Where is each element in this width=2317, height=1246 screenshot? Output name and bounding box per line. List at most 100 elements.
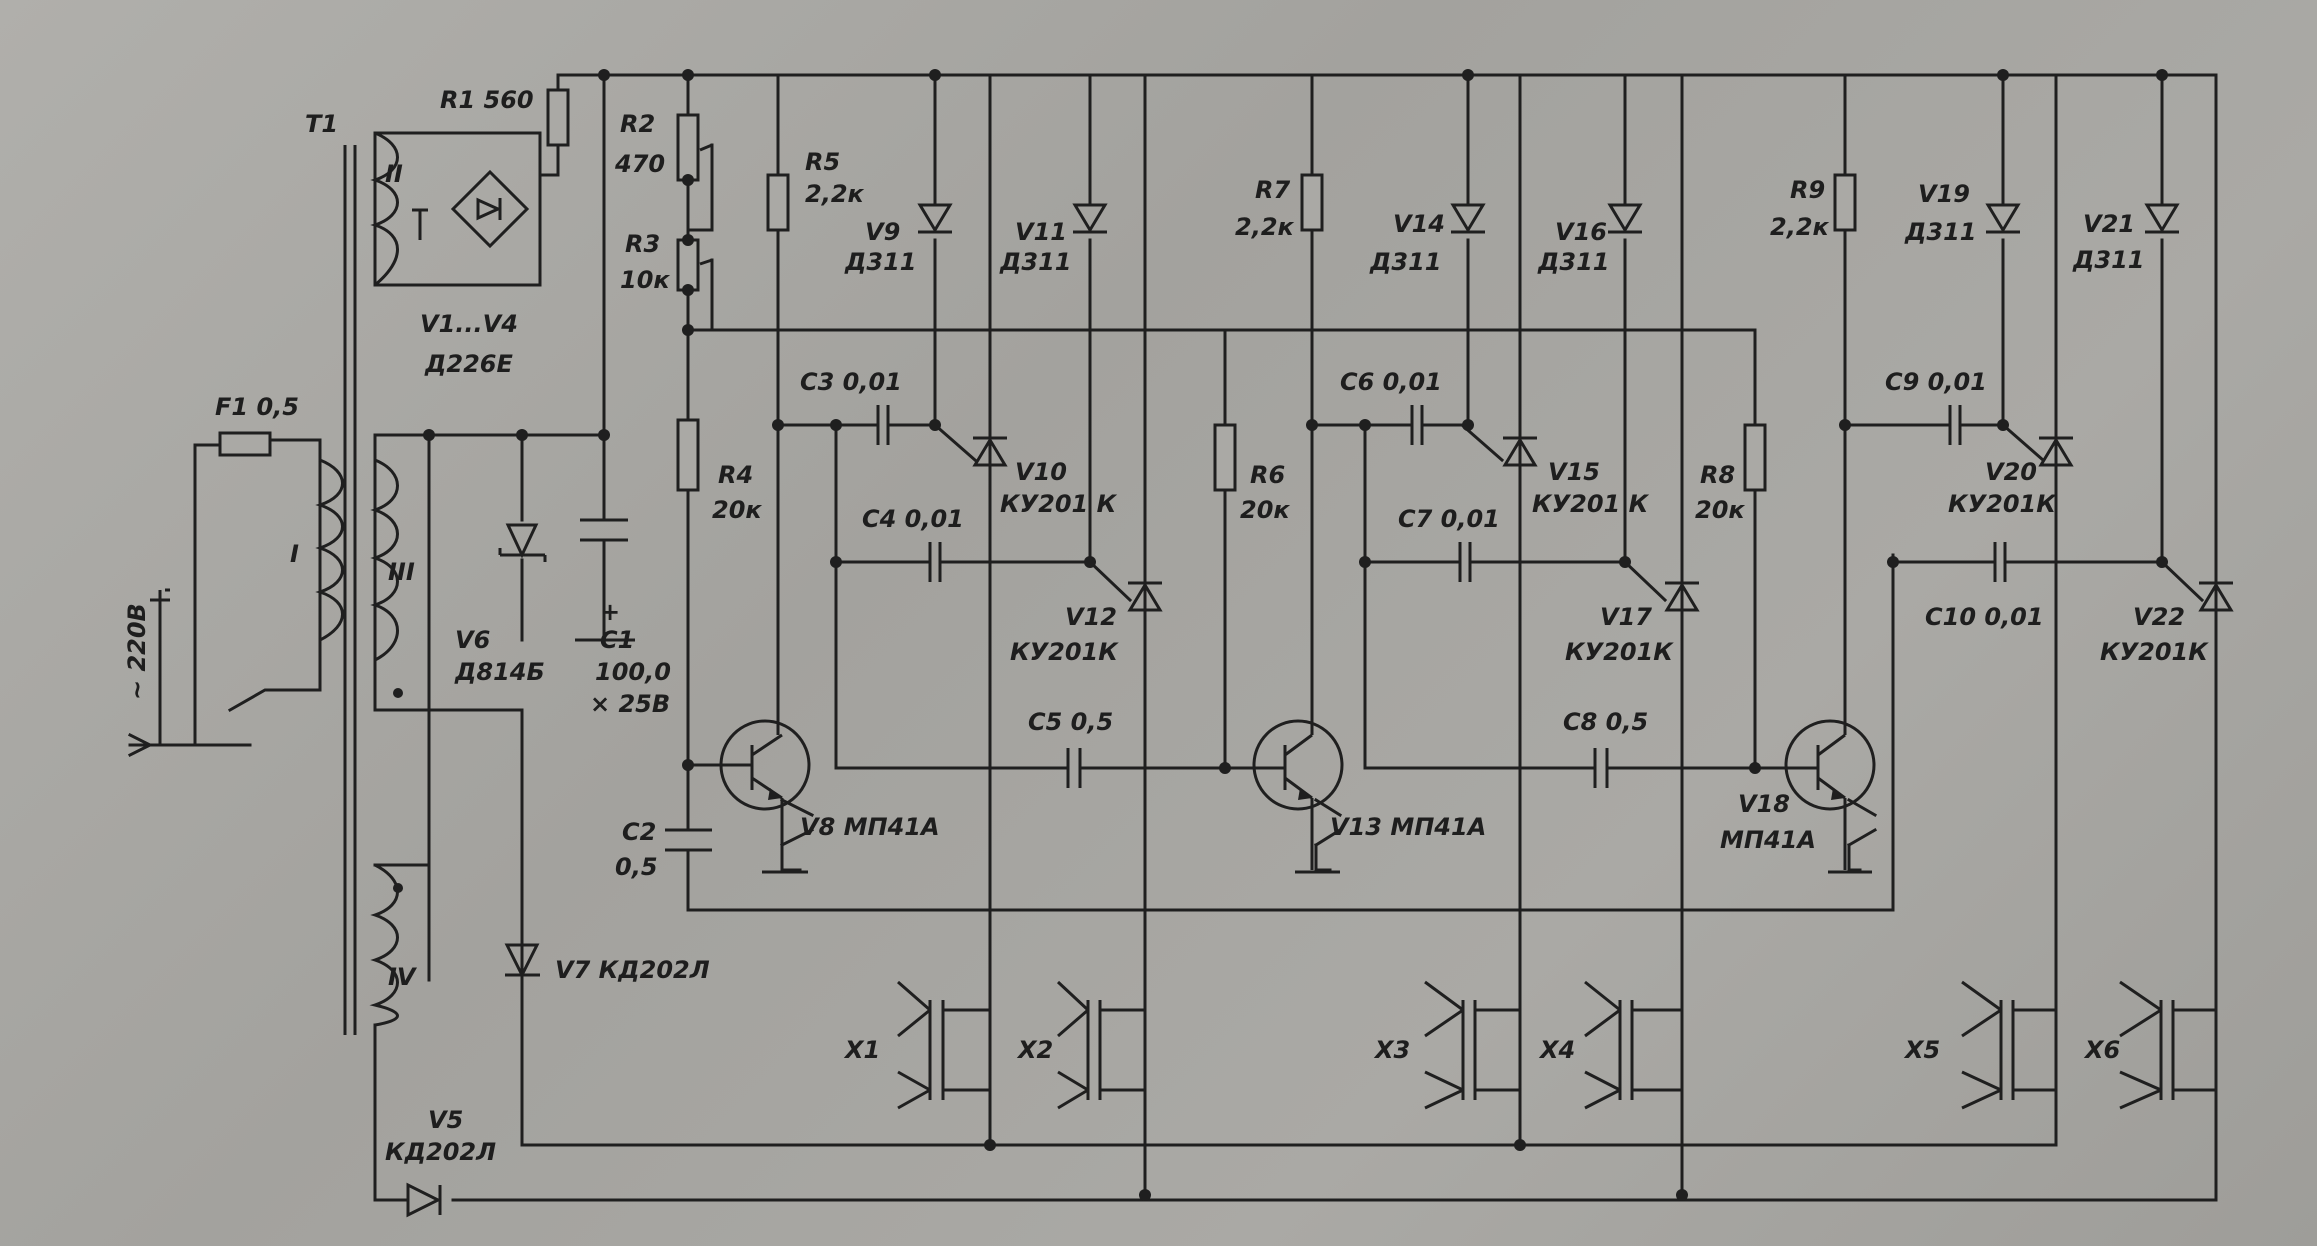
capacitor-c8 — [1585, 748, 1615, 788]
resistor-r3 — [676, 238, 700, 292]
thyristor-v15 — [1502, 436, 1538, 467]
label-winding-iv: IV — [388, 963, 418, 991]
bridge-rectifier-v1-v4 — [412, 169, 530, 249]
resistor-r6 — [1213, 423, 1237, 492]
label-c2: C2 — [622, 818, 656, 846]
mains-switch — [150, 588, 170, 745]
label-v5-type: КД202Л — [385, 1138, 496, 1166]
label-v5: V5 — [428, 1106, 463, 1134]
label-v11-type: Д311 — [999, 248, 1071, 276]
label-c8: C8 0,5 — [1563, 708, 1648, 736]
connector-x1 — [897, 980, 945, 1110]
connector-x3 — [1424, 980, 1477, 1110]
label-v18-type: МП41А — [1720, 826, 1816, 854]
resistor-r1 — [546, 88, 570, 147]
capacitor-c4 — [920, 542, 950, 582]
label-r4-val: 20к — [712, 496, 762, 524]
label-v10: V10 — [1015, 458, 1067, 486]
label-c1-volt: × 25В — [590, 690, 670, 718]
thyristor-v10 — [972, 436, 1008, 467]
capacitor-c2 — [665, 828, 712, 852]
label-v14-type: Д311 — [1369, 248, 1441, 276]
capacitor-c10 — [1985, 542, 2015, 582]
diode-v11 — [1072, 203, 1108, 234]
labels: T1 R1 560 II V1...V4 Д226Е F1 0,5 I ~ 22… — [123, 86, 2209, 1166]
connector-x2 — [1056, 980, 1102, 1110]
label-c4: C4 0,01 — [862, 505, 964, 533]
label-r3-val: 10к — [620, 266, 670, 294]
capacitor-c6 — [1400, 405, 1440, 445]
transistor-v8 — [719, 719, 811, 870]
connector-x6 — [2119, 980, 2175, 1110]
resistor-r2 — [676, 113, 700, 182]
label-f1: F1 0,5 — [215, 393, 299, 421]
label-r7-val: 2,2к — [1235, 213, 1295, 241]
diode-v14 — [1450, 203, 1486, 234]
label-v19: V19 — [1918, 180, 1970, 208]
fuse-f1 — [218, 431, 272, 457]
diode-v21 — [2144, 203, 2180, 234]
thyristor-v12 — [1127, 581, 1163, 612]
label-c1-plus: + — [600, 598, 620, 626]
label-v9: V9 — [865, 218, 900, 246]
label-c3: C3 0,01 — [800, 368, 902, 396]
label-v7: V7 КД202Л — [555, 956, 710, 984]
junction-dots — [423, 69, 2168, 1201]
label-v12: V12 — [1065, 603, 1117, 631]
label-r2: R2 — [620, 110, 655, 138]
label-r6: R6 — [1250, 461, 1285, 489]
label-v11: V11 — [1015, 218, 1067, 246]
diode-v5 — [406, 1182, 442, 1218]
winding-i — [315, 458, 344, 642]
capacitor-c7 — [1450, 542, 1480, 582]
label-c2-val: 0,5 — [615, 853, 658, 881]
capacitor-c1-leads — [575, 435, 635, 642]
wires — [127, 73, 2218, 1202]
label-v8: V8 МП41А — [800, 813, 940, 841]
transistor-v13 — [1225, 719, 1344, 870]
label-c1-val: 100,0 — [595, 658, 671, 686]
label-v21-type: Д311 — [2072, 246, 2144, 274]
connector-x5 — [1961, 980, 2015, 1110]
thyristor-v17 — [1664, 581, 1700, 612]
winding-ii — [370, 131, 399, 287]
diode-v19 — [1985, 203, 2021, 234]
label-v6: V6 — [455, 626, 490, 654]
label-r8: R8 — [1700, 461, 1735, 489]
winding-iv-dot — [393, 883, 403, 893]
label-winding-ii: II — [385, 160, 403, 188]
label-r9-val: 2,2к — [1770, 213, 1830, 241]
capacitor-c5 — [1060, 748, 1090, 788]
label-c10: C10 0,01 — [1925, 603, 2044, 631]
label-x3: X3 — [1373, 1036, 1410, 1064]
label-v15: V15 — [1548, 458, 1600, 486]
label-v15-type: КУ201 К — [1532, 490, 1650, 518]
label-x6: X6 — [2083, 1036, 2120, 1064]
label-mains: ~ 220В — [123, 603, 151, 700]
capacitor-c3 — [860, 405, 900, 445]
label-x4: X4 — [1538, 1036, 1575, 1064]
label-x1: X1 — [843, 1036, 880, 1064]
label-r1: R1 560 — [440, 86, 534, 114]
connector-x4 — [1584, 980, 1634, 1110]
transistor-v18 — [1755, 719, 1876, 870]
label-v10-type: КУ201 К — [1000, 490, 1118, 518]
label-x2: X2 — [1016, 1036, 1053, 1064]
r2-wiper — [699, 143, 713, 152]
zener-v6 — [498, 523, 547, 562]
winding-iii — [370, 458, 399, 662]
label-v14: V14 — [1393, 210, 1445, 238]
label-v16: V16 — [1555, 218, 1607, 246]
capacitor-c9 — [1940, 405, 1975, 445]
capacitor-c1 — [580, 518, 628, 542]
label-v6-type: Д814Б — [454, 658, 545, 686]
label-v20: V20 — [1985, 458, 2037, 486]
label-v18: V18 — [1738, 790, 1790, 818]
label-r9: R9 — [1790, 176, 1825, 204]
label-c9: C9 0,01 — [1885, 368, 1987, 396]
label-v19-type: Д311 — [1904, 218, 1976, 246]
label-c5: C5 0,5 — [1028, 708, 1113, 736]
label-winding-i: I — [290, 540, 299, 568]
label-x5: X5 — [1903, 1036, 1940, 1064]
